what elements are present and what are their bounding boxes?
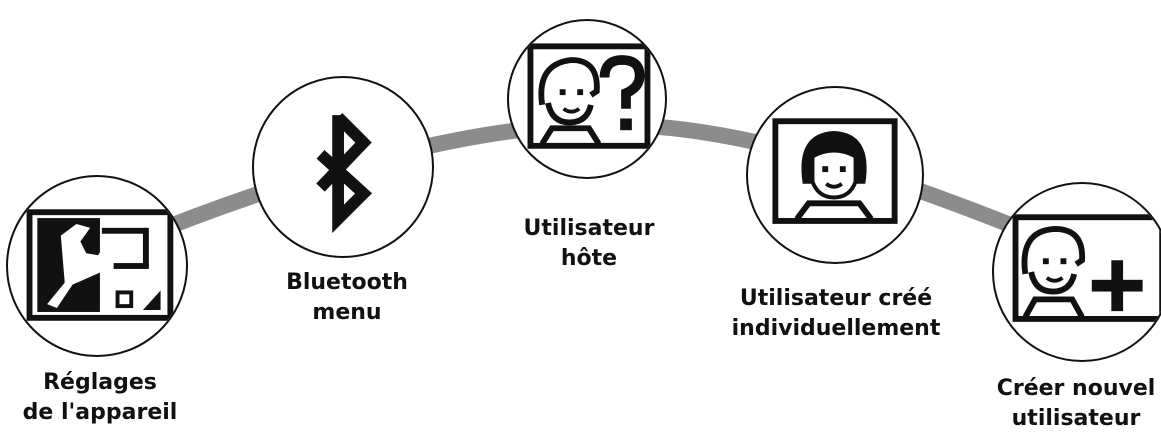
individual-user-node[interactable] — [746, 86, 924, 264]
guest-user-node[interactable] — [507, 19, 667, 179]
individual-user-label-line2: individuellement — [731, 316, 941, 341]
new-user-label-line2: utilisateur — [1011, 406, 1141, 431]
bluetooth-icon — [316, 112, 373, 234]
device-settings-label-line2: de l'appareil — [22, 400, 178, 425]
individual-user-label-line1: Utilisateur créé — [739, 286, 933, 311]
guest-user-label-line1: Utilisateur — [523, 216, 655, 241]
new-user-label-line1: Créer nouvel — [996, 376, 1156, 401]
guest-user-label: Utilisateur hôte — [524, 214, 655, 274]
guest-user-label-line2: hôte — [560, 246, 618, 271]
individual-user-label: Utilisateur créé individuellement — [732, 284, 941, 344]
individual-user-icon — [772, 118, 898, 224]
new-user-node[interactable] — [992, 182, 1161, 362]
bluetooth-menu-label-line2: menu — [312, 300, 382, 325]
add-user-icon — [1012, 214, 1161, 322]
bluetooth-menu-label: Bluetooth menu — [286, 268, 408, 328]
device-settings-node[interactable] — [6, 175, 188, 357]
guest-user-icon — [527, 43, 651, 149]
device-settings-label: Réglages de l'appareil — [23, 368, 178, 428]
bluetooth-menu-node[interactable] — [252, 76, 434, 258]
new-user-label: Créer nouvel utilisateur — [997, 374, 1156, 434]
bluetooth-menu-label-line1: Bluetooth — [286, 270, 408, 295]
wrench-settings-icon — [26, 209, 174, 321]
device-settings-label-line1: Réglages — [43, 370, 157, 395]
